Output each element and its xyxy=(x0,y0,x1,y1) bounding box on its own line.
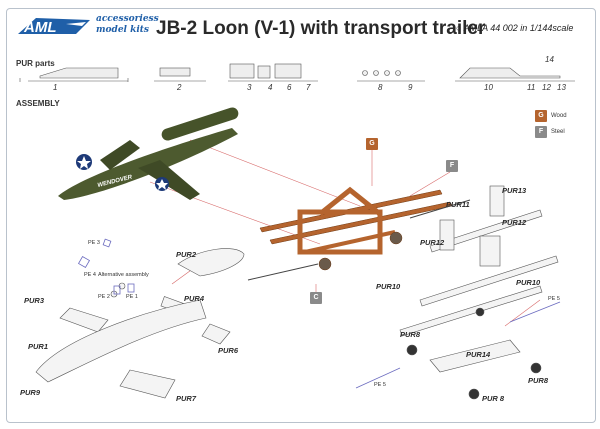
brand-tagline: accessoriess model kits xyxy=(96,14,159,36)
page-title: JB-2 Loon (V-1) with transport trailer xyxy=(156,18,486,39)
legend-steel-label: Steel xyxy=(551,129,565,135)
missile-assembled: WENDOVER WILLIE xyxy=(58,107,239,200)
label-pur6: PUR6 xyxy=(218,346,239,355)
catalog-text: AMLA 44 002 in 1/144scale xyxy=(463,23,574,33)
part-number-7: 7 xyxy=(306,83,311,92)
part-number-10: 10 xyxy=(484,83,493,92)
label-pe5-bottom: PE 5 xyxy=(374,382,386,388)
label-pe3: PE 3 xyxy=(88,240,100,246)
photo-etched-parts xyxy=(77,238,561,389)
label-pur12-right: PUR12 xyxy=(502,218,527,227)
label-pur8-left: PUR8 xyxy=(400,330,421,339)
callout-f: F xyxy=(446,160,458,172)
label-pur10-right: PUR10 xyxy=(516,278,541,287)
missile-text-2: WILLIE xyxy=(107,186,129,197)
label-pur14: PUR14 xyxy=(466,350,491,359)
sheet-frame xyxy=(6,8,596,423)
label-pur12-left: PUR12 xyxy=(420,238,445,247)
label-pur8-right: PUR8 xyxy=(528,376,549,385)
label-pur3: PUR3 xyxy=(24,296,45,305)
part-number-12: 12 xyxy=(542,83,551,92)
label-pur2: PUR2 xyxy=(176,250,197,259)
parts-strip xyxy=(28,63,575,82)
label-pur1: PUR1 xyxy=(28,342,49,351)
assembly-heading: ASSEMBLY xyxy=(16,99,60,108)
part-number-9: 9 xyxy=(408,83,413,92)
label-pe1: PE 1 xyxy=(126,294,138,300)
part-number-1: 1 xyxy=(53,83,58,92)
part-number-13: 13 xyxy=(557,83,566,92)
part-number-8: 8 xyxy=(378,83,383,92)
steel-frame xyxy=(399,185,559,400)
label-pur13: PUR13 xyxy=(502,186,527,195)
brand-line-2: model kits xyxy=(96,25,149,35)
label-pur4: PUR4 xyxy=(184,294,205,303)
label-pe2: PE 2 xyxy=(98,294,110,300)
part-number-11: 11 xyxy=(527,83,536,92)
part-number-14: 14 xyxy=(545,55,554,64)
label-pe5-right: PE 5 xyxy=(548,296,560,302)
alt-assembly-note: Alternative assembly xyxy=(98,272,149,278)
label-pe4: PE 4 xyxy=(84,272,96,278)
label-pur11: PUR11 xyxy=(446,200,470,209)
part-number-3: 3 xyxy=(247,83,252,92)
legend-steel-swatch: F xyxy=(535,126,547,138)
svg-text:AML: AML xyxy=(23,19,57,36)
wooden-trailer xyxy=(247,186,471,281)
parts-heading: PUR parts xyxy=(16,59,55,68)
callout-c: C xyxy=(310,292,322,304)
aml-logo: AML xyxy=(18,18,90,36)
label-pur8-bottom: PUR 8 xyxy=(482,394,505,403)
brand-line-1: accessoriess xyxy=(96,14,159,24)
callout-g: G xyxy=(366,138,378,150)
part-number-2: 2 xyxy=(177,83,182,92)
part-number-6: 6 xyxy=(287,83,292,92)
part-number-4: 4 xyxy=(268,83,273,92)
catalog-number: ○ AMLA 44 002 in 1/144scale xyxy=(456,23,574,33)
legend-wood-swatch: G xyxy=(535,110,547,122)
label-pur10-left: PUR10 xyxy=(376,282,401,291)
label-pur9: PUR9 xyxy=(20,388,41,397)
loose-parts xyxy=(35,248,245,399)
legend-wood-label: Wood xyxy=(551,113,567,119)
part-number-underlines xyxy=(19,78,129,82)
label-pur7: PUR7 xyxy=(176,394,197,403)
